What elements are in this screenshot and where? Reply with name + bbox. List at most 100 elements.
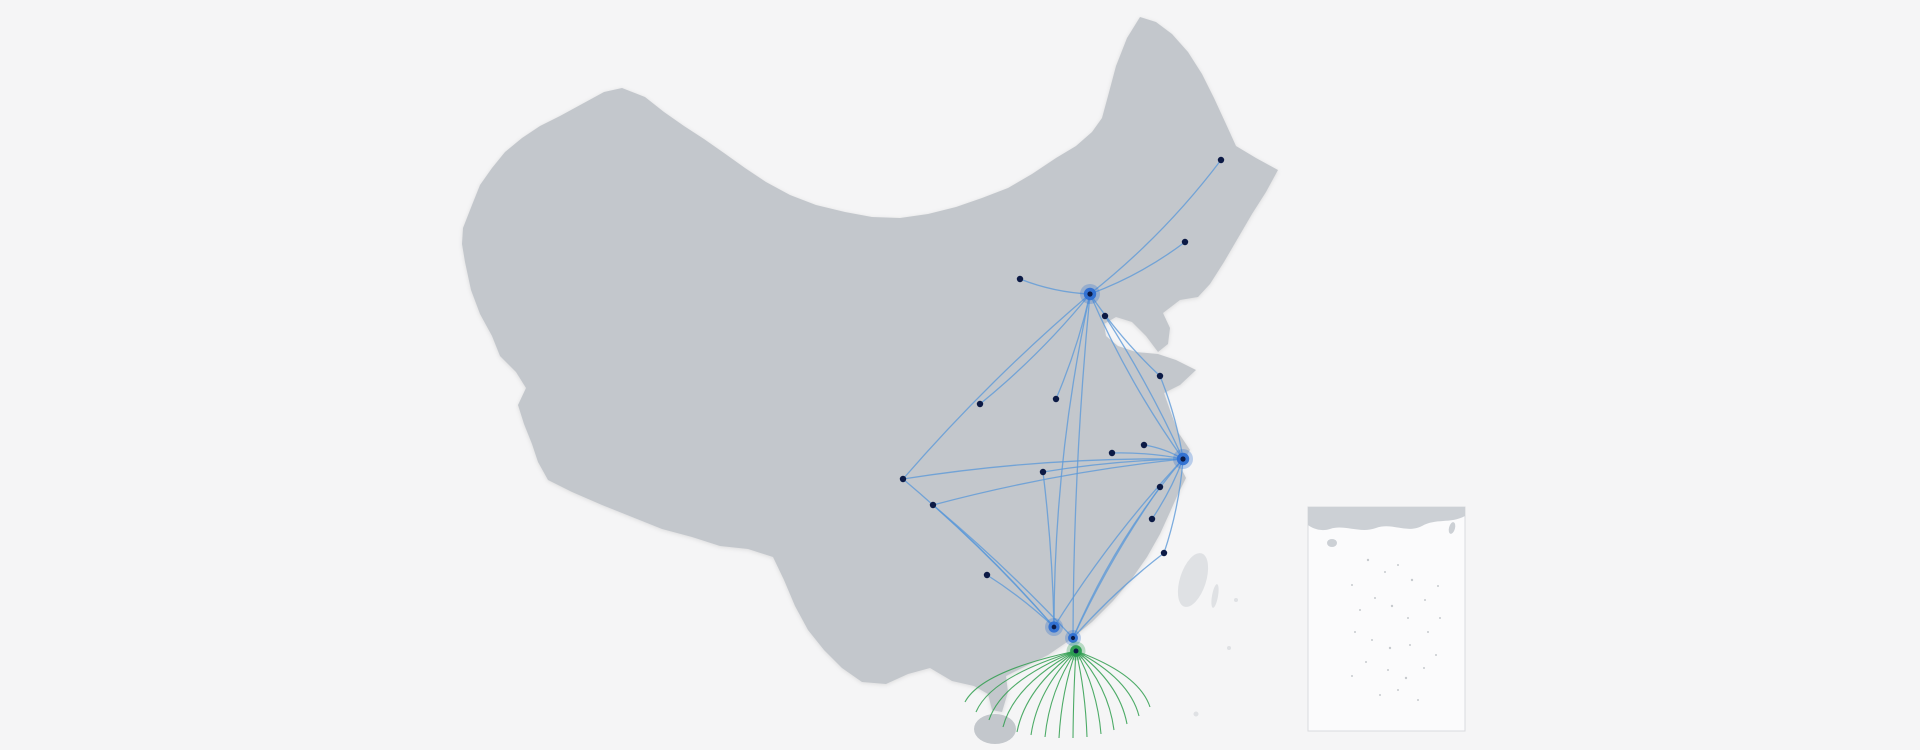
city-dot[interactable] xyxy=(1181,238,1189,246)
china-landmass xyxy=(462,17,1278,712)
route-line xyxy=(1089,241,1186,295)
inset-island-dot xyxy=(1424,599,1426,601)
inset-island-dot xyxy=(1439,617,1441,619)
route-line xyxy=(1053,458,1184,628)
route-line xyxy=(1104,315,1184,460)
route-line xyxy=(979,293,1091,405)
route-line xyxy=(1072,486,1161,639)
route-line xyxy=(902,458,1184,480)
inset-island-dot xyxy=(1423,667,1425,669)
route-lines-domestic xyxy=(902,159,1222,639)
offshore-island xyxy=(1193,711,1199,717)
city-dot[interactable] xyxy=(1052,395,1060,403)
inset-hainan-island xyxy=(1327,539,1337,547)
route-line-international xyxy=(1016,650,1077,733)
route-line xyxy=(902,293,1091,480)
city-dot[interactable] xyxy=(1016,275,1024,283)
route-line xyxy=(932,504,1074,639)
route-line xyxy=(1089,293,1184,460)
inset-island-dot xyxy=(1437,585,1439,587)
inset-island-dot xyxy=(1417,699,1419,701)
inset-landmass xyxy=(1308,507,1465,531)
city-dot[interactable] xyxy=(1156,483,1164,491)
inset-island-dot xyxy=(1359,609,1361,611)
hub-markers xyxy=(1045,284,1193,661)
inset-island-dot xyxy=(1435,654,1437,656)
offshore-island xyxy=(1227,646,1231,650)
route-line-international xyxy=(1075,650,1102,735)
city-dot[interactable] xyxy=(983,571,991,579)
inset-island-dot xyxy=(1365,661,1367,663)
inset-island-dot xyxy=(1366,558,1370,562)
city-dot[interactable] xyxy=(1108,449,1116,457)
route-line xyxy=(1072,552,1165,639)
city-dot[interactable] xyxy=(929,501,937,509)
inset-taiwan-island xyxy=(1448,522,1456,534)
city-dot[interactable] xyxy=(1039,468,1047,476)
inset-island-dot xyxy=(1404,676,1408,680)
offshore-island xyxy=(1234,598,1238,602)
route-line xyxy=(932,458,1184,506)
inset-island-dot xyxy=(1388,646,1392,650)
route-line xyxy=(1089,159,1222,295)
route-line-international xyxy=(1072,650,1077,739)
route-line-international xyxy=(1002,650,1077,728)
inset-island-dot xyxy=(1409,644,1411,646)
route-line xyxy=(1072,293,1091,639)
route-line xyxy=(1042,458,1184,473)
city-dot[interactable] xyxy=(1156,372,1164,380)
route-line xyxy=(986,574,1055,628)
hub-marker-south-2[interactable] xyxy=(1065,630,1081,646)
route-line xyxy=(1072,458,1184,639)
inset-island-dot xyxy=(1354,631,1356,633)
hub-marker-south-green[interactable] xyxy=(1066,641,1086,661)
route-line xyxy=(1151,458,1184,520)
hub-marker-east[interactable] xyxy=(1173,449,1193,469)
inset-island-dot xyxy=(1407,617,1409,619)
inset-island-dot xyxy=(1390,604,1394,608)
route-line-international xyxy=(1075,650,1088,738)
hub-marker-north[interactable] xyxy=(1080,284,1100,304)
route-line xyxy=(1111,452,1184,460)
inset-island-dot xyxy=(1351,675,1353,677)
city-dot[interactable] xyxy=(976,400,984,408)
route-line xyxy=(1159,375,1184,460)
route-line-international xyxy=(964,650,1077,703)
inset-island-dot xyxy=(1397,689,1399,691)
route-lines-fan xyxy=(964,650,1151,739)
inset-island-dot xyxy=(1374,597,1376,599)
route-line xyxy=(1019,278,1091,295)
city-dots xyxy=(899,156,1225,579)
route-line xyxy=(1053,293,1091,628)
route-line-international xyxy=(1058,650,1077,739)
route-line xyxy=(1089,293,1161,377)
route-line xyxy=(1163,458,1184,554)
inset-island-dot xyxy=(1384,571,1386,573)
inset-island-dot xyxy=(1410,578,1414,582)
route-line-international xyxy=(1075,650,1151,708)
hainan-island xyxy=(974,714,1016,744)
south-china-sea-inset xyxy=(1307,506,1466,732)
hub-marker-south-1[interactable] xyxy=(1045,618,1063,636)
route-line-international xyxy=(975,650,1077,713)
route-line-international xyxy=(1075,650,1115,731)
offshore-island xyxy=(1211,584,1219,608)
city-dot[interactable] xyxy=(899,475,907,483)
route-line xyxy=(1042,471,1055,628)
inset-island-dot xyxy=(1427,631,1429,633)
route-line-international xyxy=(1030,650,1077,736)
route-line-international xyxy=(1075,650,1140,717)
inset-island-dots xyxy=(1351,558,1441,701)
inset-island-dot xyxy=(1379,694,1381,696)
city-dot[interactable] xyxy=(1140,441,1148,449)
taiwan-island xyxy=(1177,553,1209,607)
route-line-international xyxy=(1044,650,1077,738)
inset-island-dot xyxy=(1397,564,1399,566)
city-dot[interactable] xyxy=(1148,515,1156,523)
city-dot[interactable] xyxy=(1217,156,1225,164)
city-dot[interactable] xyxy=(1160,549,1168,557)
city-dot[interactable] xyxy=(1101,312,1109,320)
inset-island-dot xyxy=(1387,669,1389,671)
